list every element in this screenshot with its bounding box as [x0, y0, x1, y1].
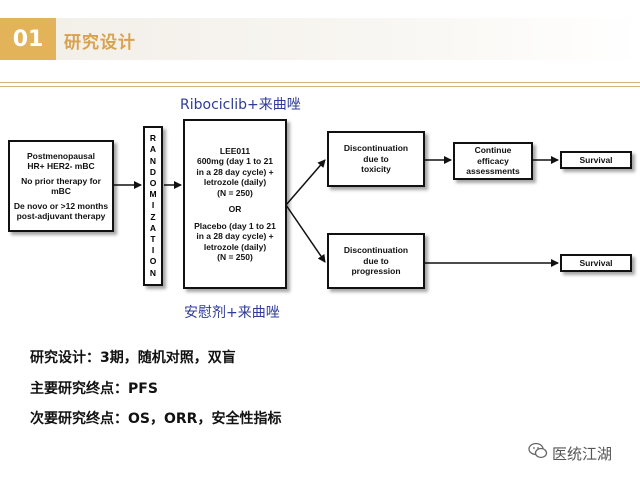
toxicity-line: due to [363, 153, 389, 164]
population-line: Postmenopausal [26, 150, 96, 161]
randomization-letter: I [151, 245, 155, 256]
treatment-line: (N = 250) [217, 187, 253, 198]
toxicity-line: toxicity [361, 164, 391, 175]
treatment-line: in a 28 day cycle) + [196, 166, 274, 177]
randomization-letter: O [149, 177, 157, 188]
treatment-line: 600mg (day 1 to 21 [196, 156, 274, 166]
section-number: 01 [0, 18, 56, 60]
treatment-line: in a 28 day cycle) + [196, 231, 274, 241]
population-line: HR+ HER2- mBC [27, 161, 95, 171]
secondary-endpoint-line: 次要研究终点：OS，ORR，安全性指标 [30, 411, 282, 427]
randomization-letter: N [149, 155, 157, 166]
toxicity-line: Discontinuation [343, 143, 409, 154]
divider-bottom [0, 86, 640, 87]
continue-assessments-box: Continue efficacy assessments [453, 142, 533, 180]
survival-label: Survival [579, 154, 613, 165]
randomization-letter: T [150, 234, 156, 244]
randomization-letter: M [149, 189, 157, 200]
study-design-line: 研究设计：3期，随机对照，双盲 [30, 350, 236, 366]
population-line: mBC [51, 186, 71, 196]
progression-line: Discontinuation [343, 245, 409, 256]
population-line: De novo or >12 months [13, 200, 109, 211]
discontinuation-progression-box: Discontinuation due to progression [327, 233, 425, 289]
randomization-letter: O [149, 256, 157, 267]
progression-line: progression [351, 266, 401, 277]
wechat-icon [528, 442, 548, 464]
randomization-letter: D [149, 166, 157, 177]
survival-box-top: Survival [560, 151, 632, 169]
treatment-line: Placebo (day 1 to 21 [194, 220, 276, 231]
treatment-or: OR [228, 204, 242, 214]
continue-line: assessments [466, 166, 520, 177]
treatment-line: letrozole (daily) [203, 241, 267, 252]
randomization-letter: Z [150, 211, 156, 222]
treatment-line: LEE011 [219, 145, 251, 156]
randomization-box: R A N D O M I Z A T I O N [143, 126, 163, 286]
population-line: No prior therapy for [21, 175, 101, 186]
arrow-treatment-to-progression [285, 204, 326, 263]
randomization-letter: I [151, 200, 155, 211]
randomization-letter: R [149, 133, 157, 144]
primary-endpoint-line: 主要研究终点：PFS [30, 381, 158, 397]
arrow-treatment-to-toxicity [285, 159, 326, 206]
randomization-letter: A [149, 222, 157, 233]
progression-line: due to [363, 255, 389, 266]
randomization-letter: A [149, 144, 157, 155]
continue-line: efficacy [477, 155, 509, 166]
randomization-letter: N [149, 267, 157, 278]
page-title: 研究设计 [64, 33, 136, 53]
survival-box-bottom: Survival [560, 254, 632, 272]
survival-label: Survival [579, 257, 613, 268]
header-band [56, 18, 640, 60]
top-arm-label: Ribociclib+来曲唑 [180, 97, 301, 113]
treatment-line: letrozole (daily) [203, 177, 267, 187]
population-line: post-adjuvant therapy [16, 211, 106, 221]
treatment-box: LEE011 600mg (day 1 to 21 in a 28 day cy… [183, 119, 287, 289]
watermark: 医统江湖 [528, 442, 612, 464]
discontinuation-toxicity-box: Discontinuation due to toxicity [327, 131, 425, 187]
watermark-text: 医统江湖 [552, 444, 613, 463]
bottom-arm-label: 安慰剂+来曲唑 [184, 305, 280, 321]
divider-top [0, 82, 640, 83]
continue-line: Continue [474, 145, 512, 156]
population-box: Postmenopausal HR+ HER2- mBC No prior th… [8, 140, 114, 232]
treatment-line: (N = 250) [217, 252, 253, 262]
